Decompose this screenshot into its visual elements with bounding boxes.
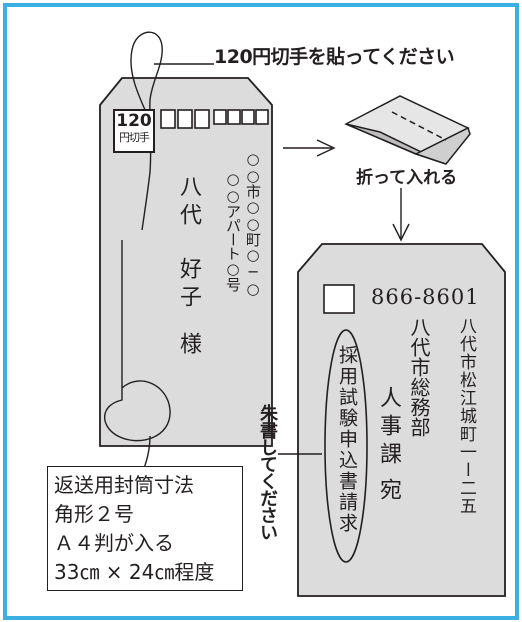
stamp-placeholder	[323, 284, 355, 314]
return-envelope	[99, 77, 273, 447]
stamp-label: 円切手	[119, 131, 150, 144]
size-note-line3: Ａ４判が入る	[54, 531, 174, 555]
return-name-surname: 好子	[176, 257, 201, 313]
return-address-line1: ○○市○○町○─○	[244, 150, 262, 297]
fold-label: 折って入れる	[356, 168, 458, 188]
size-note-line4: 33㎝ × 24㎝程度	[54, 560, 215, 584]
instruction-top: 120円切手を貼ってください	[214, 46, 455, 68]
return-honorific: 様	[176, 332, 201, 354]
send-postal-code: 866-8601	[371, 285, 480, 309]
folded-envelope-icon	[344, 95, 471, 165]
return-address-line2: ○○アパート○号	[224, 170, 242, 291]
arrow-down-icon	[392, 188, 410, 242]
send-address: 八代市松江城町一ー二五	[456, 317, 476, 515]
send-org: 八代市総務部	[407, 317, 431, 437]
send-honorific: 宛	[376, 478, 401, 500]
size-note-box: 返送用封筒寸法 角形２号 Ａ４判が入る 33㎝ × 24㎝程度	[47, 466, 243, 591]
red-note: 朱書してください	[257, 404, 278, 540]
request-oval	[324, 329, 368, 563]
size-note-line2: 角形２号	[54, 502, 134, 526]
request-text: 採用試験申込書請求	[336, 345, 358, 534]
size-note-line1: 返送用封筒寸法	[54, 473, 194, 497]
postal-code-boxes	[160, 109, 269, 129]
arrow-right-icon	[283, 139, 336, 157]
return-name-given: 八代	[176, 175, 201, 231]
string-bottom	[104, 240, 171, 442]
send-department: 人事課	[376, 386, 401, 470]
stamp-value: 120	[116, 111, 152, 131]
string-top	[130, 31, 163, 231]
stamp-box: 120 円切手	[113, 109, 155, 153]
